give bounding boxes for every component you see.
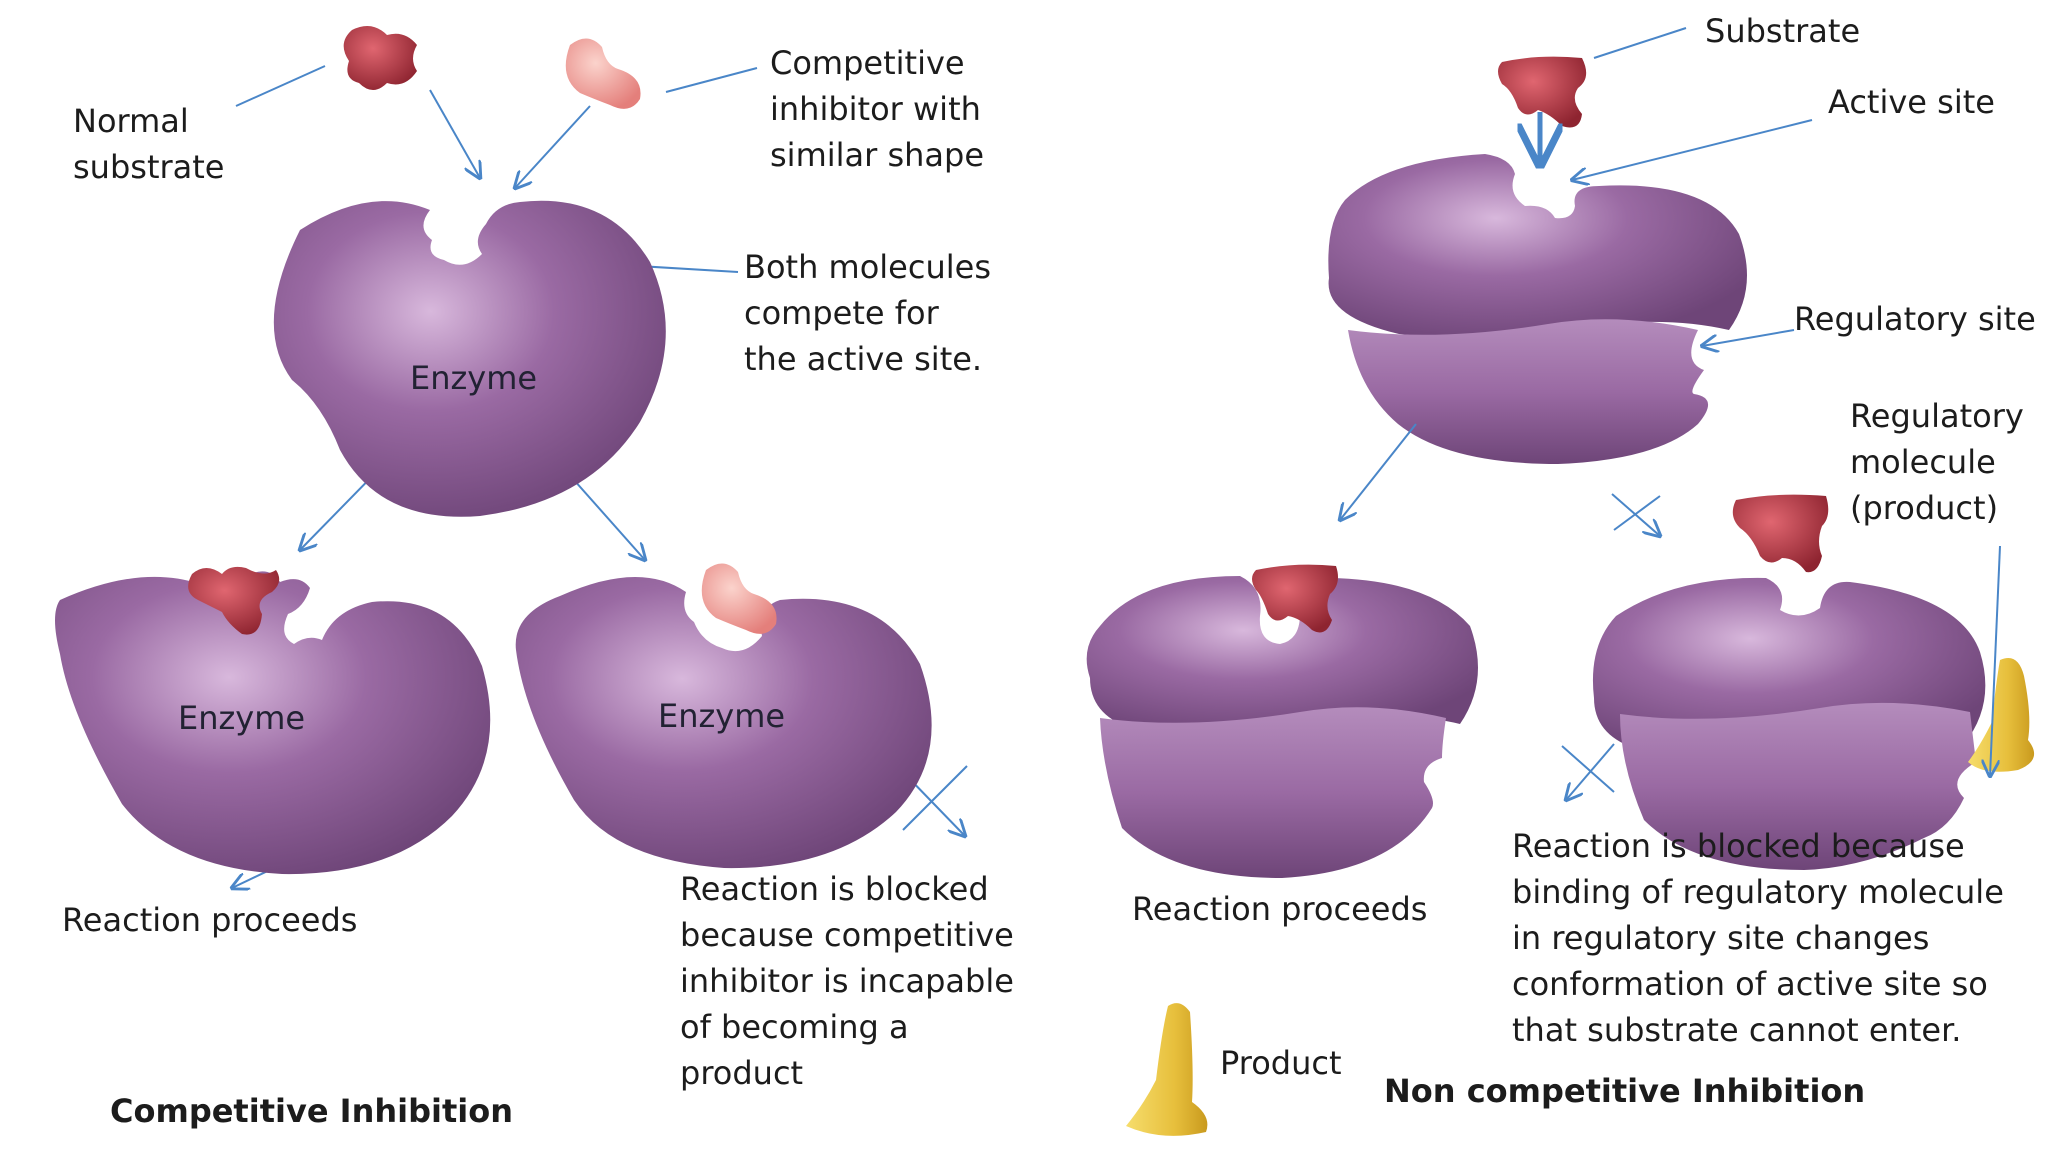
reg-mol-line-3: (product) bbox=[1850, 489, 1999, 527]
blocked-nc-line-1: Reaction is blocked because bbox=[1512, 827, 1965, 865]
label-regulatory-molecule: Regulatory molecule (product) bbox=[1850, 393, 2024, 531]
compete-line-2: compete for bbox=[744, 294, 939, 332]
inhibitor-bound-right bbox=[701, 563, 777, 634]
enzyme-left-shape bbox=[55, 571, 491, 875]
reg-mol-line-2: molecule bbox=[1850, 443, 1996, 481]
blocked-nc-line-4: conformation of active site so bbox=[1512, 965, 1988, 1003]
label-enzyme-top: Enzyme bbox=[410, 359, 538, 397]
label-enzyme-right: Enzyme bbox=[658, 697, 786, 735]
label-reaction-proceeds-noncompetitive: Reaction proceeds bbox=[1132, 890, 1428, 928]
enzyme-nc-left-lower bbox=[1100, 707, 1446, 878]
blocked-c-line-2: because competitive bbox=[680, 916, 1014, 954]
blocked-c-line-4: of becoming a bbox=[680, 1008, 909, 1046]
inhibitor-line-1: Competitive bbox=[770, 44, 965, 82]
label-product: Product bbox=[1220, 1044, 1342, 1082]
label-competitive-inhibitor: Competitive inhibitor with similar shape bbox=[770, 40, 984, 178]
enzyme-right-shape bbox=[515, 576, 932, 869]
inhibitor-shape bbox=[565, 38, 641, 109]
compete-line-1: Both molecules bbox=[744, 248, 991, 286]
product-icon bbox=[1126, 1003, 1208, 1136]
reg-mol-line-1: Regulatory bbox=[1850, 397, 2024, 435]
enzyme-nc-top-lower bbox=[1348, 319, 1709, 464]
blocked-nc-line-2: binding of regulatory molecule bbox=[1512, 873, 2004, 911]
normal-substrate-line-2: substrate bbox=[73, 148, 225, 186]
label-substrate: Substrate bbox=[1705, 12, 1861, 50]
label-reaction-blocked-noncompetitive: Reaction is blocked because binding of r… bbox=[1512, 823, 2004, 1053]
enzyme-nc-top-upper bbox=[1328, 154, 1747, 338]
enzyme-nc-right-lower bbox=[1620, 702, 1976, 870]
regulatory-molecule-free bbox=[1732, 494, 1829, 573]
blocked-nc-line-3: in regulatory site changes bbox=[1512, 919, 1930, 957]
normal-substrate-shape bbox=[343, 26, 417, 90]
blocked-c-line-5: product bbox=[680, 1054, 804, 1092]
blocked-c-line-1: Reaction is blocked bbox=[680, 870, 989, 908]
label-reaction-proceeds-competitive: Reaction proceeds bbox=[62, 901, 358, 939]
label-regulatory-site: Regulatory site bbox=[1794, 300, 2036, 338]
label-enzyme-left: Enzyme bbox=[178, 699, 306, 737]
label-normal-substrate: Normal substrate bbox=[73, 98, 224, 190]
compete-line-3: the active site. bbox=[744, 340, 983, 378]
normal-substrate-line-1: Normal bbox=[73, 102, 189, 140]
enzyme-top-shape bbox=[273, 200, 666, 517]
inhibitor-line-3: similar shape bbox=[770, 136, 985, 174]
substrate-bound-nc bbox=[1252, 564, 1338, 633]
blocked-nc-line-5: that substrate cannot enter. bbox=[1512, 1011, 1962, 1049]
title-noncompetitive-inhibition: Non competitive Inhibition bbox=[1384, 1072, 1866, 1110]
label-reaction-blocked-competitive: Reaction is blocked because competitive … bbox=[680, 866, 1014, 1096]
blocked-c-line-3: inhibitor is incapable bbox=[680, 962, 1014, 1000]
label-compete-active-site: Both molecules compete for the active si… bbox=[744, 244, 991, 382]
title-competitive-inhibition: Competitive Inhibition bbox=[110, 1092, 513, 1130]
enzyme-nc-left-upper bbox=[1086, 576, 1478, 732]
inhibitor-line-2: inhibitor with bbox=[770, 90, 981, 128]
label-active-site: Active site bbox=[1828, 83, 1995, 121]
substrate-bound-left bbox=[188, 566, 280, 635]
free-substrate-shape bbox=[1498, 56, 1587, 128]
regulatory-molecule-bound bbox=[1968, 658, 2035, 772]
